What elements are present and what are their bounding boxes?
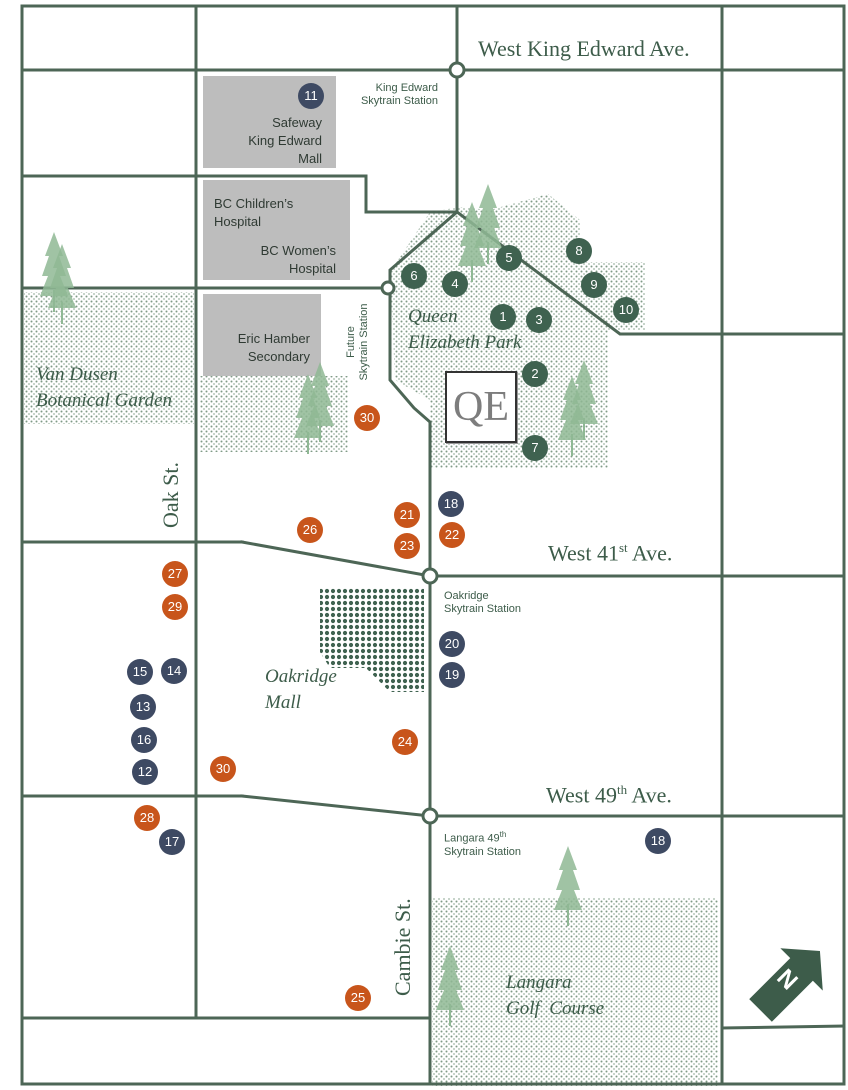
marker-park-2[interactable]: 2 [522, 361, 548, 387]
marker-park-3[interactable]: 3 [526, 307, 552, 333]
station-future[interactable] [380, 280, 396, 296]
marker-park-8[interactable]: 8 [566, 238, 592, 264]
eric-hamber-block [203, 294, 321, 376]
safeway-line2: King Edward [248, 133, 322, 148]
eric-line2: Secondary [247, 349, 310, 364]
marker-blue-18a[interactable]: 18 [438, 491, 464, 517]
road-network [20, 4, 846, 1086]
marker-orange-28[interactable]: 28 [134, 805, 160, 831]
qe-logo: QE [445, 371, 517, 443]
marker-blue-20[interactable]: 20 [439, 631, 465, 657]
bcch-line2: Hospital [214, 214, 261, 229]
langara-golf-line2: Golf Course [506, 998, 605, 1019]
marker-blue-17[interactable]: 17 [159, 829, 185, 855]
street-49-sup: th [616, 782, 628, 797]
vandusen-line2: Botanical Garden [36, 390, 172, 411]
marker-park-10[interactable]: 10 [613, 297, 639, 323]
marker-park-4[interactable]: 4 [442, 271, 468, 297]
marker-orange-27[interactable]: 27 [162, 561, 188, 587]
marker-orange-21[interactable]: 21 [394, 502, 420, 528]
safeway-line1: Safeway [272, 115, 322, 130]
north-arrow-icon [749, 948, 823, 1022]
station-langara-line1: Langara 49 [444, 832, 500, 845]
marker-park-6[interactable]: 6 [401, 263, 427, 289]
langara-golf-course-area [432, 898, 718, 1086]
eric-line1: Eric Hamber [237, 331, 310, 346]
marker-orange-30b[interactable]: 30 [210, 756, 236, 782]
station-langara-line2: Skytrain Station [444, 845, 522, 858]
marker-orange-26[interactable]: 26 [297, 517, 323, 543]
oakridge-mall-area [320, 588, 424, 692]
marker-orange-25[interactable]: 25 [345, 985, 371, 1011]
marker-blue-11[interactable]: 11 [298, 83, 324, 109]
station-oakridge[interactable] [421, 567, 439, 585]
marker-orange-23[interactable]: 23 [394, 533, 420, 559]
marker-park-5[interactable]: 5 [496, 245, 522, 271]
street-label-49th: West 49th Ave. [546, 782, 672, 808]
street-label-king-edward: West King Edward Ave. [478, 36, 690, 61]
marker-blue-19[interactable]: 19 [439, 662, 465, 688]
street-41-sup: st [618, 540, 628, 555]
street-49-main: West 49 [546, 782, 617, 808]
marker-blue-18b[interactable]: 18 [645, 828, 671, 854]
marker-orange-29[interactable]: 29 [162, 594, 188, 620]
marker-blue-16[interactable]: 16 [131, 727, 157, 753]
qe-line1: Queen [408, 306, 458, 327]
street-label-41st: West 41st Ave. [548, 540, 672, 566]
marker-orange-30a[interactable]: 30 [354, 405, 380, 431]
marker-park-1[interactable]: 1 [490, 304, 516, 330]
marker-orange-24[interactable]: 24 [392, 729, 418, 755]
marker-blue-13[interactable]: 13 [130, 694, 156, 720]
street-label-oak: Oak St. [158, 462, 183, 528]
bcw-line2: Hospital [289, 261, 336, 276]
oakridge-mall-line2: Mall [265, 692, 301, 713]
station-future-line1: Future [345, 326, 357, 358]
van-dusen-garden-area [24, 292, 194, 424]
station-king-edward-line2: Skytrain Station [360, 95, 438, 107]
marker-blue-14[interactable]: 14 [161, 658, 187, 684]
station-langara-sup: th [499, 830, 507, 839]
station-king-edward-line1: King Edward [375, 82, 438, 94]
marker-blue-12[interactable]: 12 [132, 759, 158, 785]
station-langara[interactable] [421, 807, 439, 825]
marker-park-9[interactable]: 9 [581, 272, 607, 298]
bcw-line1: BC Women’s [260, 243, 336, 258]
street-41-suffix: Ave. [627, 540, 673, 566]
langara-golf-line1: Langara [506, 972, 572, 993]
street-49-suffix: Ave. [627, 782, 672, 808]
station-oakridge-line1: Oakridge [444, 590, 489, 602]
marker-orange-22[interactable]: 22 [439, 522, 465, 548]
bc-hospital-block [203, 180, 350, 280]
oakridge-mall-line1: Oakridge [265, 666, 337, 687]
station-king-edward[interactable] [448, 61, 466, 79]
qe-line2: Elizabeth Park [408, 332, 522, 353]
street-label-cambie: Cambie St. [390, 898, 415, 996]
marker-park-7[interactable]: 7 [522, 435, 548, 461]
station-oakridge-line2: Skytrain Station [444, 603, 522, 615]
street-41-main: West 41 [548, 540, 619, 566]
vandusen-line1: Van Dusen [36, 364, 118, 385]
bcch-line1: BC Children’s [214, 196, 294, 211]
safeway-line3: Mall [298, 151, 322, 166]
marker-blue-15[interactable]: 15 [127, 659, 153, 685]
station-future-line2: Skytrain Station [358, 303, 370, 381]
